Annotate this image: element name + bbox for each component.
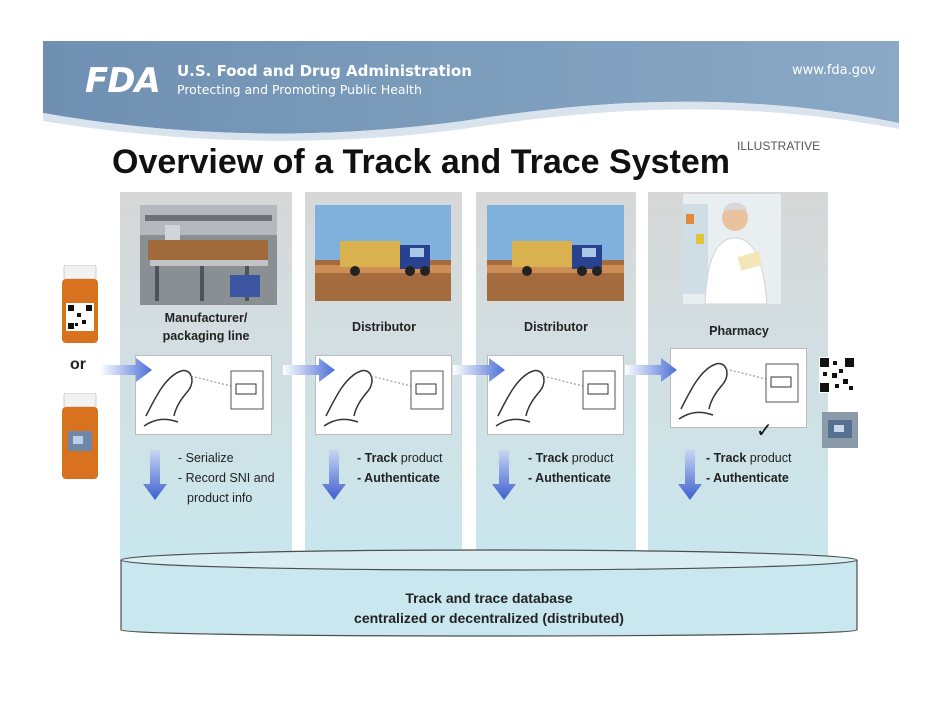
step-track-bold: - Track — [528, 451, 568, 465]
check-icon: ✓ — [756, 418, 773, 442]
fda-logo: FDA — [85, 61, 160, 101]
rfid-tag-icon — [822, 412, 858, 448]
database-label-line1: Track and trace database — [119, 588, 859, 608]
step-serialize: - Serialize — [178, 448, 298, 468]
step-authenticate: - Authenticate — [357, 468, 467, 488]
truck-photo-2 — [487, 205, 624, 301]
steps-distributor-2: - Track product - Authenticate — [528, 448, 638, 488]
agency-tagline: Protecting and Promoting Public Health — [177, 82, 422, 97]
arrow-down-icon — [492, 450, 516, 500]
site-url[interactable]: www.fda.gov — [792, 63, 876, 78]
step-track-bold: - Track — [706, 451, 746, 465]
page-title: Overview of a Track and Trace System — [112, 143, 730, 182]
stage-label-manufacturer: Manufacturer/ packaging line — [146, 309, 266, 345]
or-label: or — [70, 356, 86, 374]
step-track: - Track product — [706, 448, 821, 468]
arrow-down-icon — [678, 450, 702, 500]
scanner-illustration-4 — [670, 348, 807, 428]
database-label-line2: centralized or decentralized (distribute… — [119, 608, 859, 628]
step-track: - Track product — [528, 448, 638, 468]
scanner-illustration-3 — [487, 355, 624, 435]
scanner-illustration-2 — [315, 355, 452, 435]
truck-photo-1 — [315, 205, 451, 301]
arrow-right-icon — [453, 358, 505, 382]
stage-label-pharmacy: Pharmacy — [680, 322, 798, 340]
step-track-bold: - Track — [357, 451, 397, 465]
arrow-right-icon — [283, 358, 335, 382]
arrow-right-icon — [100, 358, 152, 382]
pill-bottle-barcode — [60, 265, 100, 345]
pill-bottle-rfid — [60, 393, 100, 481]
header-banner: FDA U.S. Food and Drug Administration Pr… — [43, 41, 899, 141]
step-track-rest: product — [397, 451, 442, 465]
stage-label-line: Manufacturer/ — [146, 309, 266, 327]
pharmacist-photo — [683, 194, 781, 304]
step-authenticate: - Authenticate — [706, 468, 821, 488]
step-track-rest: product — [568, 451, 613, 465]
banner-background — [43, 41, 899, 141]
arrow-down-icon — [143, 450, 167, 500]
steps-manufacturer: - Serialize - Record SNI and product inf… — [178, 448, 298, 508]
step-authenticate: - Authenticate — [528, 468, 638, 488]
stage-label-line: packaging line — [146, 327, 266, 345]
step-track: - Track product — [357, 448, 467, 468]
stage-label-distributor-2: Distributor — [497, 318, 615, 336]
step-record-continued: product info — [178, 488, 298, 508]
qr-code-icon — [819, 357, 855, 393]
step-track-rest: product — [746, 451, 791, 465]
scanner-illustration-1 — [135, 355, 272, 435]
step-record: - Record SNI and — [178, 468, 298, 488]
database-label: Track and trace database centralized or … — [119, 588, 859, 628]
steps-pharmacy: - Track product - Authenticate — [706, 448, 821, 488]
factory-photo — [140, 205, 277, 305]
arrow-down-icon — [322, 450, 346, 500]
illustrative-label: ILLUSTRATIVE — [737, 139, 820, 153]
steps-distributor-1: - Track product - Authenticate — [357, 448, 467, 488]
agency-name: U.S. Food and Drug Administration — [177, 62, 472, 80]
arrow-right-icon — [625, 358, 677, 382]
stage-label-distributor-1: Distributor — [325, 318, 443, 336]
